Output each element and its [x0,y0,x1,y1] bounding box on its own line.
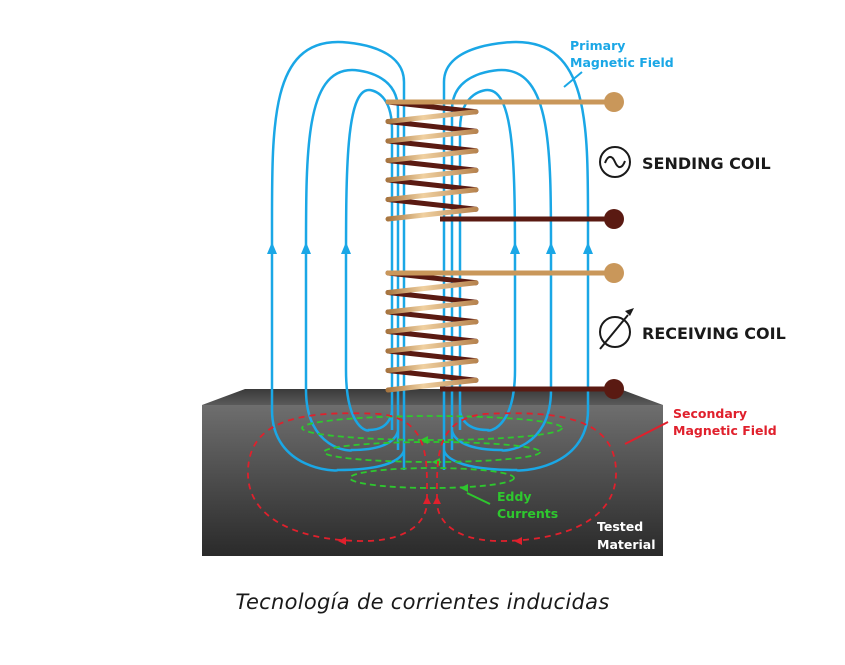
coil-turn-back [385,309,479,325]
meter-icon [599,308,634,350]
right-field-arrow-2 [546,242,556,254]
coil-turn-front [385,338,479,354]
sending-terminal-bottom [604,209,624,229]
eddy-arrow-3 [460,484,468,492]
coil-turn-front [385,358,479,373]
coil-turn-back [385,158,479,173]
receiving-coil-label: RECEIVING COIL [642,324,786,343]
left-field-arrow-3 [341,242,351,254]
secondary-arrow-3 [423,496,431,504]
receiving-coil [385,270,479,393]
eddy-currents-label: Eddy Currents [497,489,558,521]
eddy-currents-callout-line [466,492,491,505]
receiving-terminal-bottom [604,379,624,399]
coil-turn-front [385,167,479,183]
secondary-loop-left [247,412,428,542]
figure-caption: Tecnología de corrientes inducidas [235,590,610,614]
sending-coil [385,99,479,222]
sending-terminal-top [604,92,624,112]
coil-turn-front [385,109,479,124]
right-field-arrow-1 [583,242,593,254]
coil-turn-front [385,187,479,202]
left-field-line-2 [304,68,400,452]
coil-turn-front [385,319,479,334]
secondary-arrow-2 [514,537,522,545]
coil-turn-front [385,377,479,393]
secondary-magnetic-field-lines [247,412,617,545]
eddy-arrow-1 [420,436,428,444]
coil-turn-back [385,348,479,364]
left-field-line-3 [344,88,394,432]
receiving-terminal-top [604,263,624,283]
coil-turn-front [385,128,479,144]
coil-turn-back [385,329,479,344]
coil-turn-back [385,290,479,305]
coil-turn-back [385,138,479,154]
coils [385,99,479,393]
primary-magnetic-field-lines [267,40,593,472]
left-field-arrow-1 [267,242,277,254]
coil-turn-back [385,119,479,134]
sending-coil-label: SENDING COIL [642,154,771,173]
left-field-arrow-2 [301,242,311,254]
coil-turn-back [385,177,479,193]
ac-source-icon [599,146,631,178]
primary-field-callout-line [563,71,583,88]
secondary-arrow-4 [433,496,441,504]
primary-field-label: Primary Magnetic Field [570,38,674,70]
eddy-loop-3 [349,467,515,489]
eddy-loop-2 [323,441,541,463]
coil-leads [440,92,624,399]
secondary-arrow-1 [338,537,346,545]
right-field-line-3 [458,88,517,432]
eddy-current-loops [301,415,563,492]
left-field-line-1 [270,40,406,472]
right-field-line-1 [442,40,590,472]
right-field-arrow-3 [510,242,520,254]
right-field-line-2 [450,68,553,452]
tested-material-label: Tested Material [597,519,656,552]
coil-turn-front [385,148,479,163]
secondary-field-callout-line [624,421,669,445]
coil-turn-front [385,280,479,295]
coil-turn-front [385,299,479,315]
secondary-field-label: Secondary Magnetic Field [673,406,777,438]
eddy-loop-1 [301,415,563,441]
secondary-loop-right [436,412,617,542]
coil-turn-back [385,197,479,212]
coil-turn-back [385,368,479,383]
coil-turn-front [385,206,479,222]
material-top-face [202,389,663,405]
